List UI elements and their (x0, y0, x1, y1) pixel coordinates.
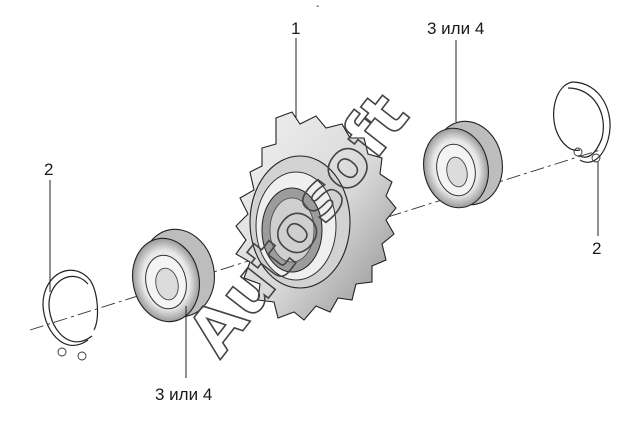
callout-3-or-4-top: 3 или 4 (427, 19, 484, 38)
callout-3-or-4-bottom: 3 или 4 (155, 385, 212, 404)
callout-2-left: 2 (44, 160, 53, 179)
bearing-right (423, 120, 503, 209)
retaining-ring-left (42, 269, 99, 361)
callout-1: 1 (291, 19, 300, 38)
callout-2-right: 2 (592, 239, 601, 258)
retaining-ring-right (553, 81, 611, 163)
bearing-left (132, 228, 215, 323)
top-mark: - (316, 1, 319, 12)
sprocket (235, 111, 397, 321)
